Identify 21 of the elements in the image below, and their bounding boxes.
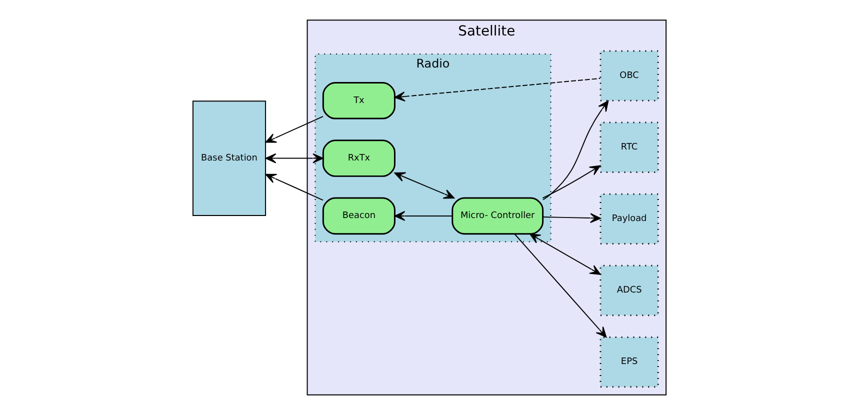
arrow — [394, 78, 601, 102]
node-box: Payload — [600, 193, 659, 245]
arrow — [542, 213, 601, 224]
node-box: Base Station — [192, 100, 266, 216]
arrow — [394, 172, 455, 199]
arrow — [394, 210, 453, 221]
node-box: RxTx — [322, 140, 396, 177]
arrow — [265, 174, 324, 201]
arrow — [530, 234, 601, 275]
arrow — [265, 116, 324, 143]
arrow — [265, 153, 324, 164]
node-box: RTC — [600, 122, 659, 173]
node-box: OBC — [600, 50, 659, 102]
node-box: ADCS — [600, 264, 659, 316]
node-box: Beacon — [322, 197, 396, 235]
arrow — [542, 165, 601, 199]
arrow — [542, 100, 609, 200]
node-box: EPS — [600, 336, 659, 388]
node-box: Micro- Controller — [452, 197, 544, 235]
arrow — [514, 233, 607, 338]
node-box: Tx — [322, 82, 396, 120]
